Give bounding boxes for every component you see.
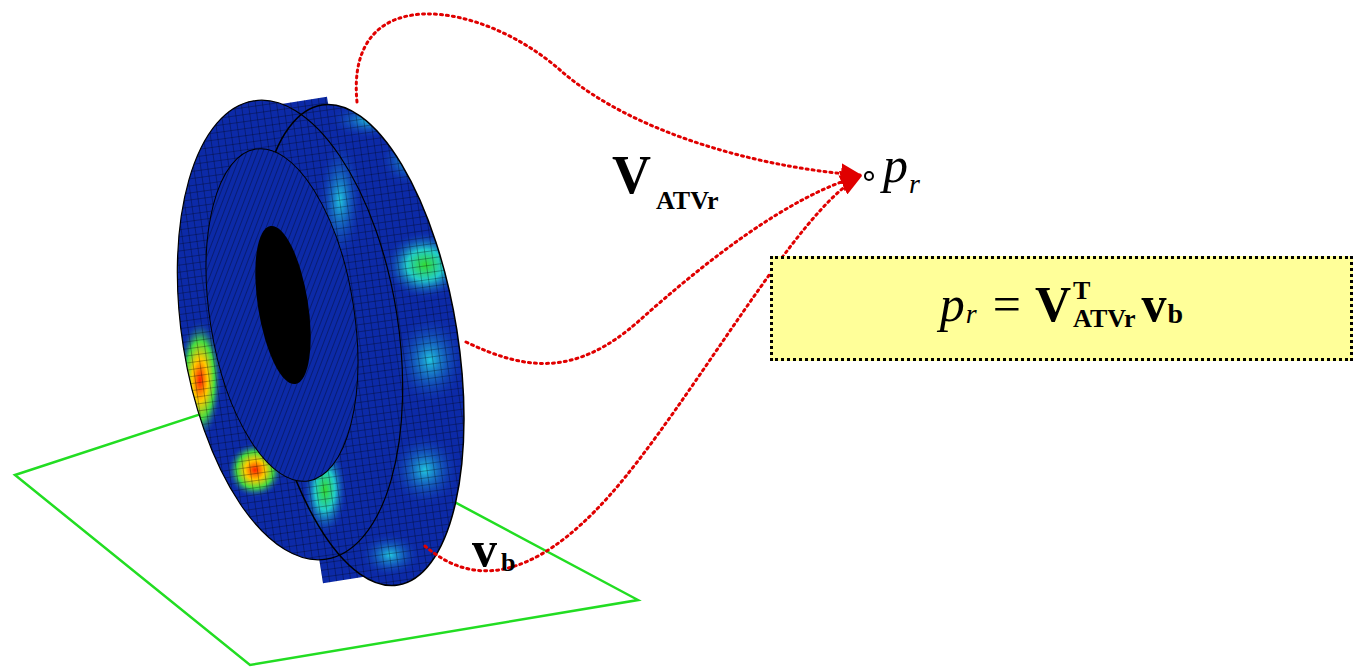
pressure-subscript: r bbox=[909, 170, 920, 198]
transfer-path bbox=[425, 177, 860, 571]
formula-term: b bbox=[1168, 299, 1184, 330]
formula-group: v bbox=[1136, 277, 1167, 332]
formula-term: r bbox=[966, 299, 977, 330]
pressure-symbol: p bbox=[883, 140, 908, 190]
formula-term: v bbox=[1142, 277, 1167, 332]
formula-term: ATVr bbox=[1073, 305, 1136, 332]
formula-group: V bbox=[1035, 277, 1073, 332]
vector-symbol: V bbox=[612, 148, 651, 202]
hub bbox=[246, 222, 320, 388]
transfer-path bbox=[356, 14, 860, 175]
formula-term: V bbox=[1035, 277, 1071, 332]
formula-term: = bbox=[993, 277, 1021, 332]
formula-group: TATVr bbox=[1073, 277, 1136, 332]
rim-mesh bbox=[185, 138, 380, 492]
formula-group: b bbox=[1167, 289, 1184, 320]
formula-group: = bbox=[983, 277, 1035, 332]
sidewall-outline bbox=[147, 84, 433, 576]
rim bbox=[185, 138, 380, 492]
velocity-symbol: v bbox=[472, 524, 497, 574]
tire-body bbox=[150, 80, 470, 610]
velocity-subscript: b bbox=[501, 550, 515, 576]
equation-box: pr = VTATVrvb bbox=[770, 256, 1353, 361]
formula-term: T bbox=[1073, 277, 1136, 304]
formula-term: p bbox=[940, 277, 965, 332]
field-point bbox=[865, 172, 873, 180]
formula-group: r bbox=[965, 289, 983, 320]
formula-group: p bbox=[940, 277, 965, 332]
vector-subscript: ATVr bbox=[656, 188, 719, 214]
